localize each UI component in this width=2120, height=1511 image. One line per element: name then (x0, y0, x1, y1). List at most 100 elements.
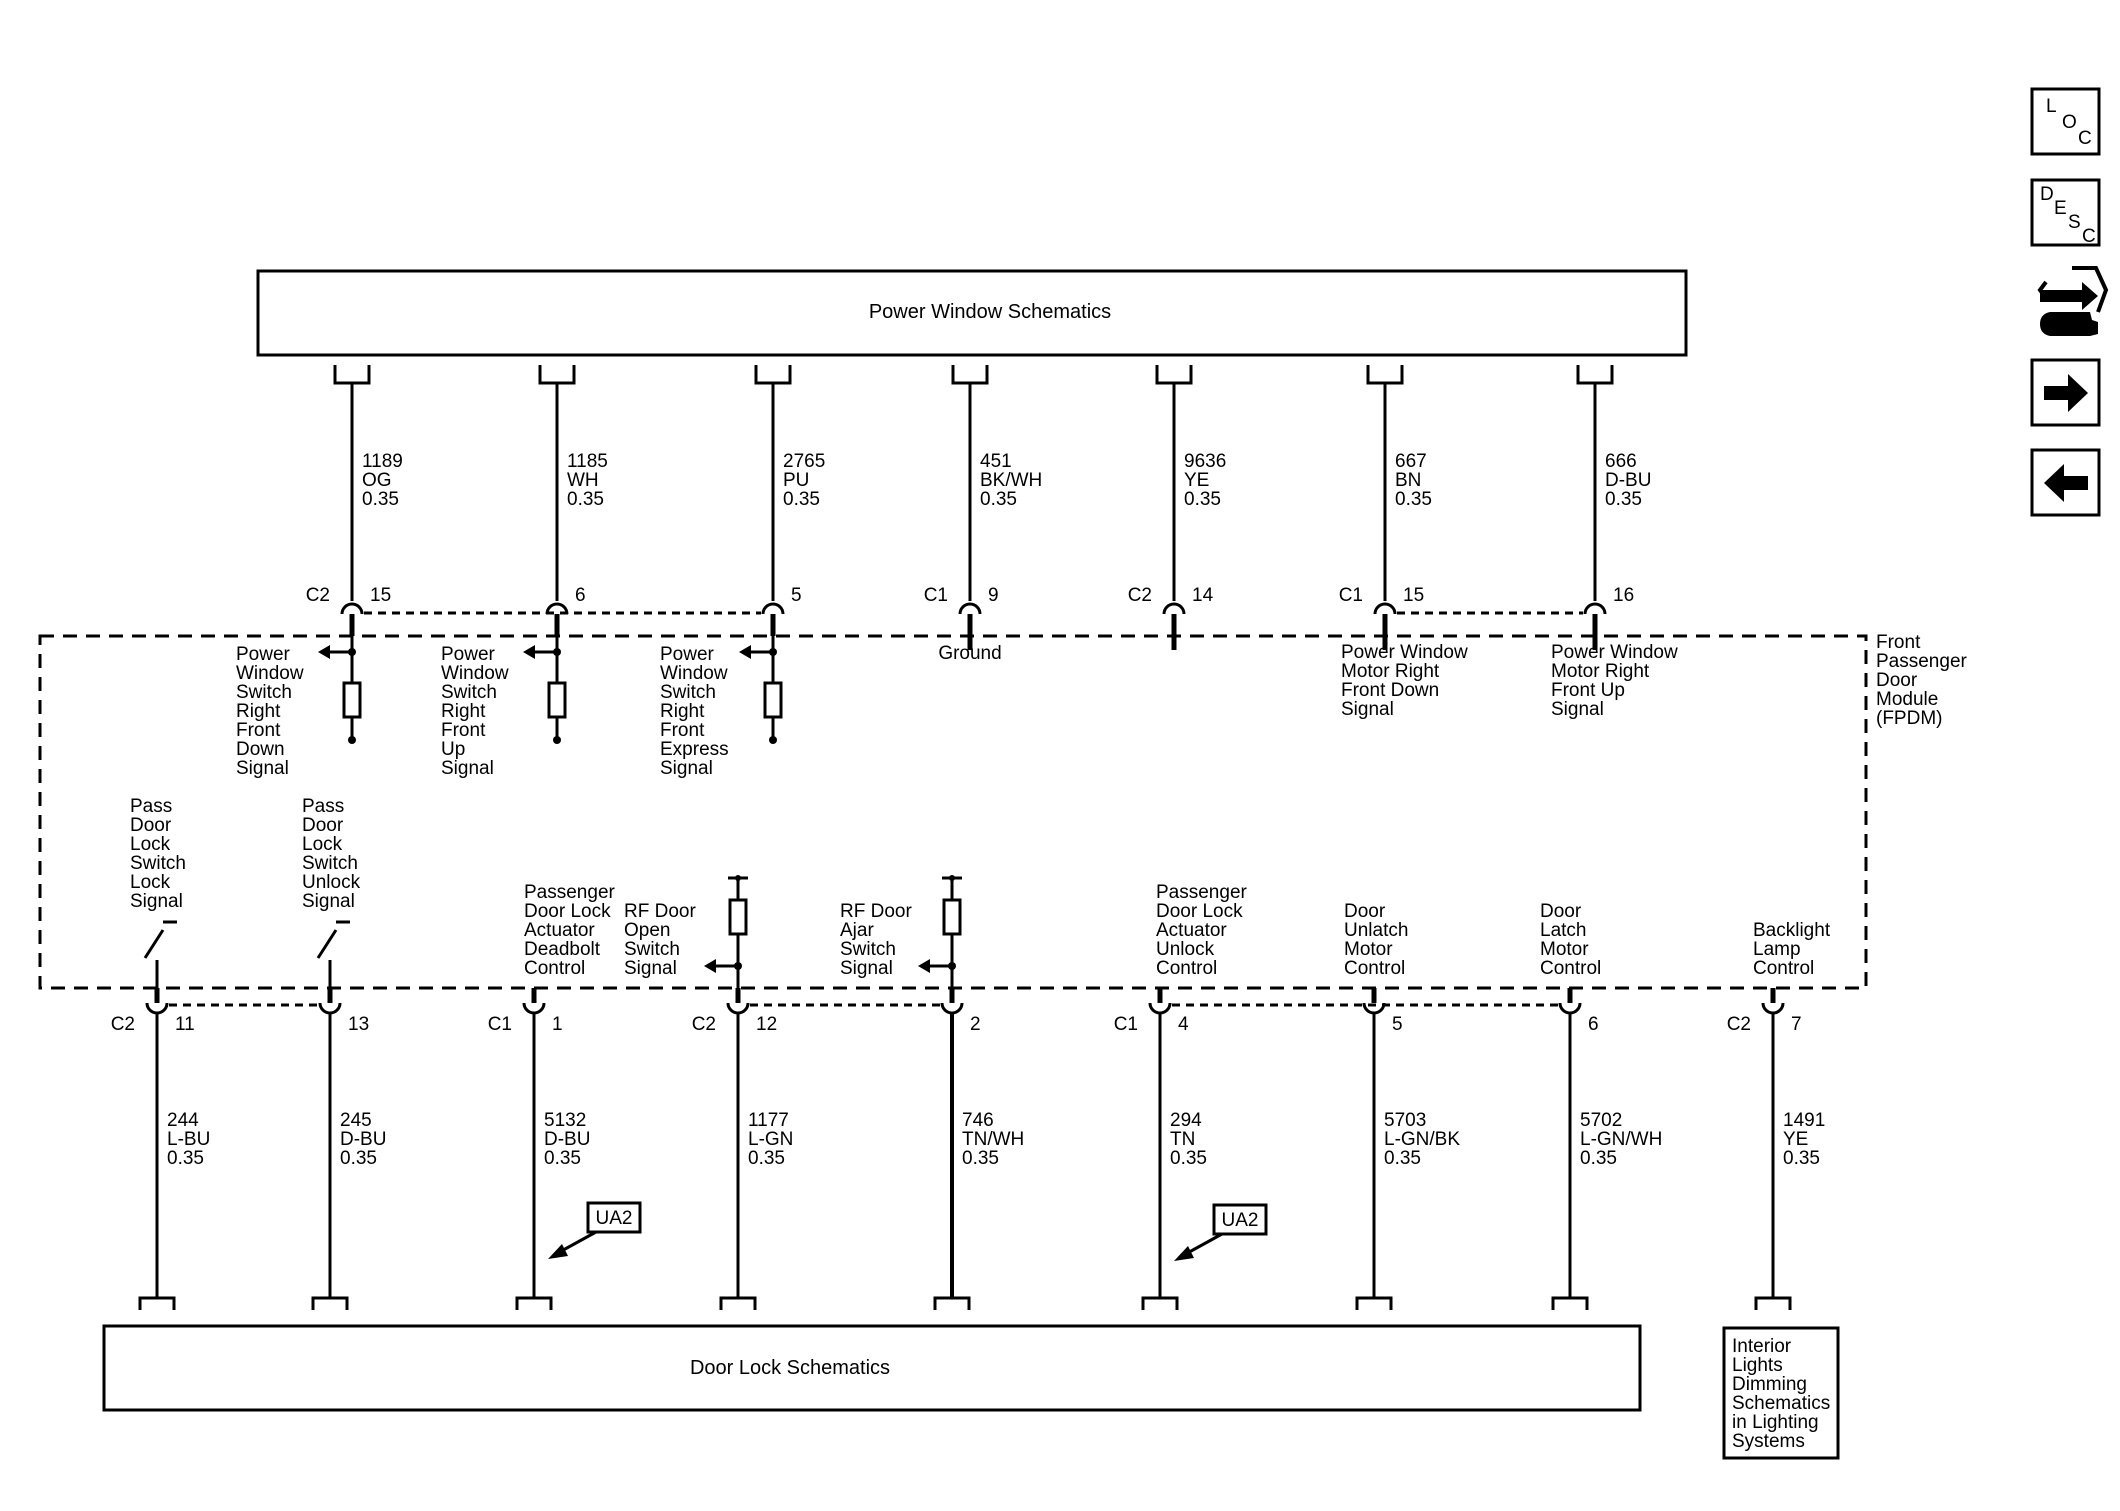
ua2-reference[interactable]: UA2 (548, 1201, 642, 1259)
signal-label: Door (130, 815, 172, 836)
circuit-number: 5132 (544, 1110, 586, 1131)
signal-label: Express (660, 739, 729, 760)
terminal-bracket (951, 365, 989, 385)
signal-label: Switch (441, 682, 497, 703)
power-window-schematics-box[interactable]: Power Window Schematics (256, 269, 1688, 357)
signal-label: Window (441, 663, 509, 684)
loc-button[interactable]: L O C (2030, 87, 2101, 156)
signal-arrowhead (704, 959, 716, 973)
terminal-bracket (311, 1296, 349, 1310)
signal-label: Deadbolt (524, 939, 601, 960)
circuit-number: 5703 (1384, 1110, 1426, 1131)
resistor (942, 898, 962, 936)
circuit-number: 1177 (748, 1110, 789, 1131)
wire-gauge: 0.35 (567, 489, 604, 510)
terminal-bracket (1576, 365, 1614, 385)
terminal-bracket (138, 1296, 176, 1310)
loc-letter: O (2062, 112, 2077, 133)
pin-number: 1 (552, 1014, 563, 1035)
connector-pin (940, 1002, 964, 1015)
signal-label: Motor (1344, 939, 1393, 960)
connector-icon[interactable] (2037, 266, 2109, 336)
desc-letter: E (2054, 198, 2067, 219)
signal-arrowhead (523, 645, 535, 659)
wire-gauge: 0.35 (362, 489, 399, 510)
circuit-number: 667 (1395, 451, 1427, 472)
wire-color: D-BU (1605, 470, 1651, 491)
interior-lights-dimming-box[interactable]: Interior Lights Dimming Schematics in Li… (1722, 1326, 1840, 1460)
connector-id: C1 (1339, 585, 1363, 606)
signal-label: Latch (1540, 920, 1586, 941)
signal-label: Signal (1341, 699, 1394, 720)
circuit-number: 1189 (362, 451, 403, 472)
pin-number: 14 (1192, 585, 1214, 606)
signal-label: Door (1540, 901, 1582, 922)
signal-label: Switch (840, 939, 896, 960)
signal-label: Control (1540, 958, 1601, 979)
wire-gauge: 0.35 (1783, 1148, 1820, 1169)
signal-label: Signal (840, 958, 893, 979)
connector-pin (1162, 602, 1186, 615)
back-arrow-icon[interactable] (2030, 448, 2101, 517)
connector-pin (958, 602, 982, 615)
door-lock-schematics-box[interactable]: Door Lock Schematics (102, 1324, 1642, 1412)
signal-label: Power (441, 644, 496, 665)
wire-gauge: 0.35 (1170, 1148, 1207, 1169)
node-dot (949, 875, 955, 881)
signal-label: Door (302, 815, 344, 836)
wire-color: YE (1783, 1129, 1808, 1150)
connector-pin (1148, 1002, 1172, 1015)
signal-label: Door (1344, 901, 1386, 922)
pin-number: 11 (175, 1014, 195, 1035)
signal-label: Right (660, 701, 705, 722)
signal-label: Motor Right (1341, 661, 1440, 682)
switch-contact (316, 929, 338, 959)
loc-letter: C (2078, 128, 2092, 149)
ua2-reference[interactable]: UA2 (1174, 1203, 1268, 1261)
connector-pin (1761, 1002, 1785, 1015)
pin-number: 15 (370, 585, 391, 606)
signal-label: Control (1753, 958, 1814, 979)
resistor (728, 898, 748, 936)
wire-gauge: 0.35 (1580, 1148, 1617, 1169)
signal-label: Actuator (524, 920, 595, 941)
terminal-bracket (933, 1296, 971, 1310)
connector-pin (1373, 602, 1397, 615)
signal-label: Pass (302, 796, 344, 817)
signal-label: Lock (130, 834, 171, 855)
signal-label: Open (624, 920, 670, 941)
top-wire: 2765PU0.355PowerWindowSwitchRightFrontEx… (660, 365, 825, 779)
signal-arrowhead (318, 645, 330, 659)
svg-text:Front: Front (1876, 632, 1921, 653)
connector-id: C1 (488, 1014, 512, 1035)
circuit-number: 245 (340, 1110, 372, 1131)
ua2-reference-label: UA2 (596, 1208, 633, 1229)
interior-box-line: Lights (1732, 1355, 1783, 1376)
wire-color: L-GN/WH (1580, 1129, 1662, 1150)
wire-gauge: 0.35 (1184, 489, 1221, 510)
forward-arrow-icon[interactable] (2030, 358, 2101, 427)
wire-gauge: 0.35 (340, 1148, 377, 1169)
signal-label: Front (236, 720, 281, 741)
signal-arrowhead (918, 959, 930, 973)
terminal-bracket (1551, 1296, 1589, 1310)
desc-button[interactable]: D E S C (2030, 178, 2101, 247)
connector-pin (1558, 1002, 1582, 1015)
signal-label: Passenger (1156, 882, 1248, 903)
wire-gauge: 0.35 (962, 1148, 999, 1169)
wire-gauge: 0.35 (1395, 489, 1432, 510)
terminal-bracket (333, 365, 371, 385)
signal-label: Passenger (524, 882, 616, 903)
signal-label: Door Lock (524, 901, 611, 922)
circuit-number: 1491 (1783, 1110, 1825, 1131)
signal-label: Up (441, 739, 465, 760)
